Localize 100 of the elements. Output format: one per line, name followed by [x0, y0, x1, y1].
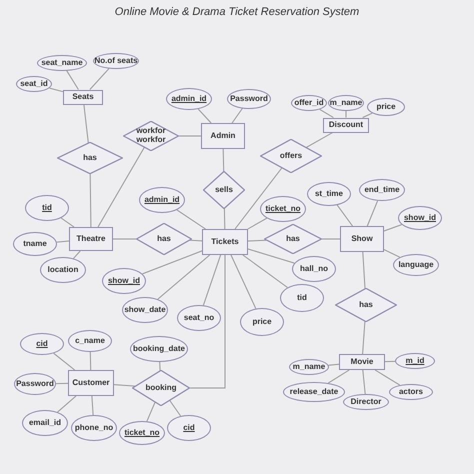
connector-line	[306, 132, 334, 148]
key-attribute-ellipse: admin_id	[139, 187, 185, 213]
connector-line	[83, 104, 89, 144]
attribute-ellipse: seat_name	[37, 55, 87, 71]
connector-line	[366, 200, 378, 226]
attribute-ellipse: Password	[227, 89, 271, 109]
relationship-diamond: booking	[132, 370, 190, 406]
attribute-ellipse: email_id	[22, 410, 68, 436]
connector-line	[49, 88, 64, 92]
connector-line	[362, 320, 366, 354]
connector-line	[362, 112, 373, 118]
entity-box: Show	[340, 226, 384, 252]
relationship-diamond: workfor workfor	[123, 121, 179, 151]
relationship-diamond: sells	[203, 171, 245, 209]
attribute-ellipse: phone_no	[71, 415, 117, 441]
attribute-ellipse: seat_no	[177, 305, 221, 331]
key-attribute-ellipse: m_id	[395, 353, 435, 369]
connector-line	[98, 146, 145, 228]
connector-line	[112, 238, 136, 240]
entity-box: Theatre	[69, 227, 113, 251]
attribute-ellipse: price	[240, 308, 284, 336]
connector-line	[319, 108, 334, 118]
connector-line	[248, 240, 267, 242]
connector-line	[230, 254, 256, 310]
connector-line	[89, 68, 110, 90]
connector-line	[328, 370, 350, 384]
key-attribute-ellipse: tid	[25, 195, 69, 221]
key-attribute-ellipse: cid	[167, 415, 211, 441]
entity-box: Tickets	[202, 229, 248, 255]
attribute-ellipse: Password	[14, 373, 56, 395]
connector-line	[328, 364, 340, 366]
relationship-diamond: has	[136, 223, 192, 255]
connector-line	[322, 238, 340, 240]
connector-line	[198, 108, 212, 124]
key-attribute-ellipse: show_id	[398, 206, 442, 230]
attribute-ellipse: actors	[389, 384, 433, 400]
connector-line	[56, 382, 68, 384]
connector-line	[374, 370, 400, 386]
attribute-ellipse: location	[40, 257, 86, 283]
connector-line	[202, 254, 222, 306]
connector-line	[157, 254, 210, 300]
connector-line	[384, 249, 400, 258]
diagram-title: Online Movie & Drama Ticket Reservation System	[114, 6, 360, 18]
connector-line	[176, 209, 206, 230]
connector-line	[159, 362, 161, 372]
attribute-ellipse: c_name	[68, 330, 112, 352]
attribute-ellipse: end_time	[359, 179, 405, 201]
attribute-ellipse: hall_no	[292, 256, 336, 282]
key-attribute-ellipse: cid	[20, 333, 64, 355]
connector-line	[336, 204, 353, 226]
connector-line	[60, 218, 74, 228]
attribute-ellipse: Director	[343, 394, 389, 410]
attribute-ellipse: tid	[280, 284, 324, 312]
connector-line	[232, 108, 243, 124]
attribute-ellipse: show_date	[122, 297, 168, 323]
attribute-ellipse: price	[367, 98, 405, 116]
entity-box: Admin	[201, 123, 245, 149]
connector-line	[169, 400, 182, 416]
connector-line	[73, 250, 81, 259]
connector-line	[190, 254, 226, 388]
key-attribute-ellipse: show_id	[102, 268, 146, 294]
attribute-ellipse: language	[393, 254, 439, 276]
relationship-diamond: has	[57, 142, 123, 174]
attribute-ellipse: m_name	[289, 359, 329, 375]
connector-line	[90, 352, 92, 370]
connector-line	[248, 248, 295, 264]
relationship-diamond: offers	[260, 139, 322, 173]
connector-line	[57, 396, 76, 413]
connector-line	[66, 70, 79, 90]
attribute-ellipse: tname	[13, 232, 57, 256]
attribute-ellipse: offer_id	[291, 95, 327, 111]
attribute-ellipse: No.of seats	[93, 53, 139, 69]
connector-line	[53, 352, 76, 370]
entity-box: Customer	[68, 370, 114, 396]
connector-line	[234, 168, 282, 230]
connector-line	[384, 224, 402, 232]
attribute-ellipse: seat_id	[16, 76, 52, 92]
relationship-diamond: has	[335, 288, 397, 322]
connector-line	[91, 396, 94, 416]
attribute-ellipse: booking_date	[130, 336, 188, 362]
connector-line	[142, 250, 202, 274]
connector-line	[384, 360, 396, 362]
entity-box: Discount	[323, 118, 369, 132]
key-attribute-ellipse: ticket_no	[119, 421, 165, 445]
relationship-diamond: has	[264, 224, 322, 254]
connector-line	[56, 240, 70, 243]
connector-line	[247, 218, 268, 230]
connector-line	[222, 148, 224, 172]
key-attribute-ellipse: admin_id	[166, 88, 212, 110]
attribute-ellipse: release_date	[283, 382, 345, 402]
entity-box: Movie	[339, 354, 385, 370]
connector-line	[90, 173, 92, 228]
connector-line	[146, 402, 156, 422]
attribute-ellipse: st_time	[307, 182, 351, 206]
connector-line	[189, 240, 202, 242]
connector-line	[114, 384, 136, 387]
connector-line	[362, 370, 366, 394]
key-attribute-ellipse: ticket_no	[260, 196, 306, 222]
entity-box: Seats	[63, 90, 103, 104]
attribute-ellipse: m_name	[328, 95, 364, 111]
